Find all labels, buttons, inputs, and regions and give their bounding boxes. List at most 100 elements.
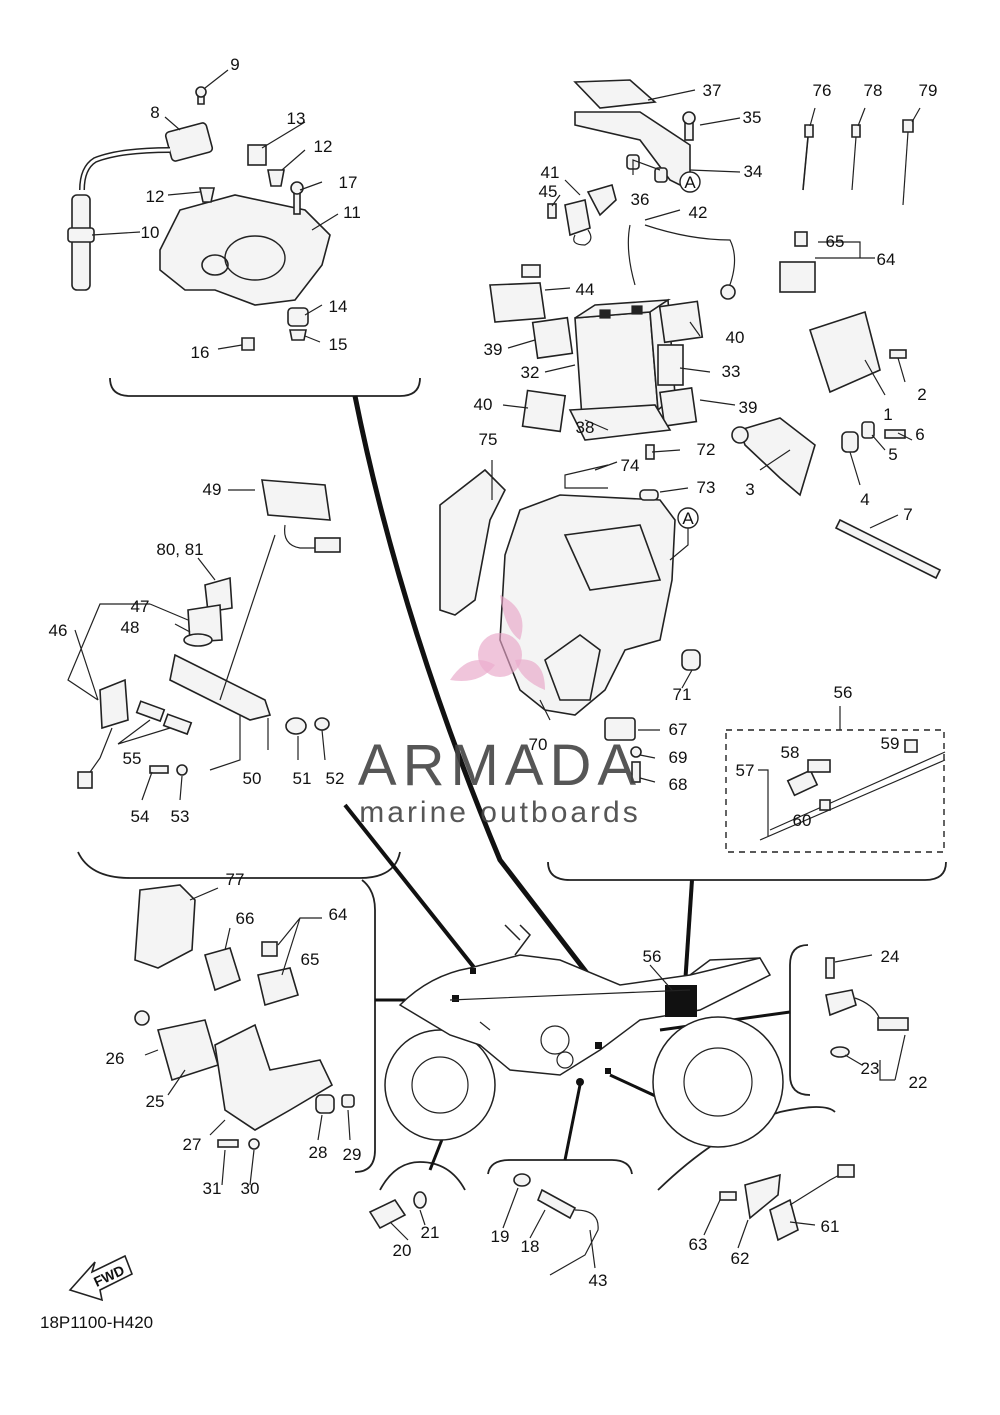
- collar-29: [341, 1094, 355, 1108]
- coil-bracket-11: [159, 194, 331, 306]
- callout-c51: 51: [293, 769, 312, 788]
- strap-37: [573, 79, 657, 109]
- pad-39b: [659, 387, 698, 427]
- callout-c38: 38: [576, 418, 595, 437]
- callout-c59: 59: [881, 734, 900, 753]
- callout-c65b: 65: [301, 950, 320, 969]
- callout-c14: 14: [329, 297, 348, 316]
- callout-c73: 73: [697, 478, 716, 497]
- bolt-45: [547, 203, 557, 219]
- washer-69: [630, 746, 642, 758]
- bolt-2: [889, 349, 907, 359]
- callout-c63: 63: [689, 1235, 708, 1254]
- callout-c34: 34: [744, 162, 763, 181]
- fwd-arrow: FWD: [68, 1254, 134, 1302]
- link-switch: [343, 803, 482, 977]
- pad-55a: [135, 700, 166, 723]
- damper-36b: [654, 167, 668, 183]
- handlebar: [504, 924, 531, 956]
- callout-c46: 46: [49, 621, 68, 640]
- tie-79: [902, 119, 914, 133]
- callout-numbers: 1234567891011121213141516171819202122232…: [49, 55, 938, 1290]
- damper-14: [287, 307, 309, 327]
- callout-c41: 41: [541, 163, 560, 182]
- battery-group: [439, 79, 946, 853]
- callout-c47: 47: [131, 597, 150, 616]
- watermark: ARMADA marine outboards: [358, 595, 640, 829]
- relay-65: [794, 231, 808, 247]
- callout-c25: 25: [146, 1092, 165, 1111]
- pad-40a: [658, 300, 704, 344]
- frame-ignition-coil: [109, 377, 421, 397]
- callout-c57: 57: [736, 761, 755, 780]
- frame-sensor: [789, 944, 811, 1096]
- washer-53: [176, 764, 188, 776]
- damper-51: [285, 717, 307, 735]
- connector-67: [604, 717, 636, 741]
- callout-c79: 79: [919, 81, 938, 100]
- collar-5: [861, 421, 875, 439]
- leaders-switch: [67, 489, 326, 801]
- callout-c12b: 12: [314, 137, 333, 156]
- cover-77: [134, 884, 196, 969]
- lead-42: [627, 224, 736, 291]
- callout-c26: 26: [106, 1049, 125, 1068]
- leaders-sensor: [834, 954, 906, 1081]
- callout-c15: 15: [329, 335, 348, 354]
- atv-overview: [384, 924, 784, 1148]
- callout-c10: 10: [141, 223, 160, 242]
- callout-c54: 54: [131, 807, 150, 826]
- callout-c23: 23: [861, 1059, 880, 1078]
- sensor-20: [368, 1198, 407, 1230]
- callout-c43: 43: [589, 1271, 608, 1290]
- leaders-ignition: [91, 69, 339, 350]
- link-coil: [352, 395, 602, 992]
- callout-c44: 44: [576, 280, 595, 299]
- washer-30: [248, 1138, 260, 1150]
- callout-c49: 49: [203, 480, 222, 499]
- callout-c77: 77: [226, 870, 245, 889]
- callout-c71: 71: [673, 685, 692, 704]
- leaders-rectifier: [144, 887, 351, 1186]
- bracket-hole: [201, 254, 229, 276]
- grommet-12a: [199, 187, 215, 203]
- callout-c27: 27: [183, 1135, 202, 1154]
- callout-c9: 9: [230, 55, 239, 74]
- grommet-12b: [267, 169, 285, 187]
- callout-c31: 31: [203, 1179, 222, 1198]
- callout-c62: 62: [731, 1249, 750, 1268]
- callout-c72: 72: [697, 440, 716, 459]
- cap-59: [904, 739, 918, 753]
- damper-4: [841, 431, 859, 453]
- watermark-subtitle: marine outboards: [359, 796, 640, 829]
- bottom-groups: [368, 1164, 855, 1276]
- coil-lead: [79, 147, 171, 191]
- callout-c42: 42: [689, 203, 708, 222]
- bolt-26: [134, 1010, 150, 1026]
- gasket-19: [513, 1173, 531, 1187]
- callout-c24: 24: [881, 947, 900, 966]
- frame-rectifier: [354, 879, 376, 1173]
- callout-c1: 1: [883, 405, 892, 424]
- callout-c40b: 40: [474, 395, 493, 414]
- clip-13: [247, 144, 267, 166]
- rectifier-25: [156, 1019, 219, 1082]
- bolt-68: [631, 761, 641, 783]
- bolt-63: [719, 1191, 737, 1201]
- frame-thermo: [379, 1161, 466, 1191]
- callout-c6: 6: [915, 425, 924, 444]
- ref-a-label-top: A: [684, 173, 696, 192]
- link-battery: [683, 879, 694, 986]
- tray-38: [568, 404, 672, 441]
- switch-18: [536, 1188, 577, 1220]
- band-7: [834, 518, 942, 580]
- callout-c28: 28: [309, 1143, 328, 1162]
- key-80-81: [204, 576, 233, 613]
- main-switch-group: [67, 479, 341, 801]
- callout-c29: 29: [343, 1145, 362, 1164]
- callout-c76: 76: [813, 81, 832, 100]
- ref-a-top: [679, 171, 701, 193]
- indicator-49: [261, 479, 331, 521]
- callout-c8: 8: [150, 103, 159, 122]
- switch-46: [99, 678, 129, 730]
